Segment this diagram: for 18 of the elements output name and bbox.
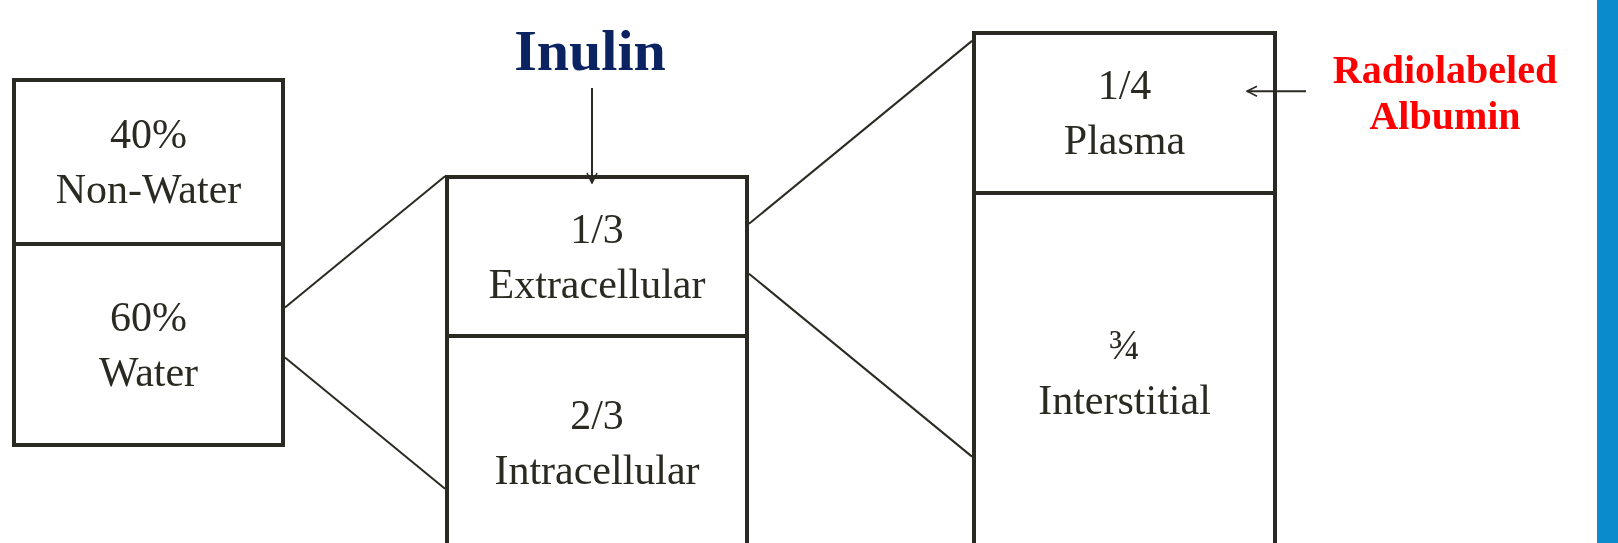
fraction-label-text: 40% Non-Water <box>55 110 242 214</box>
connector-line <box>748 39 973 225</box>
fraction-label-text: 2/3 Intracellular <box>494 390 700 495</box>
fraction-label-text: ¾ Interstitial <box>1038 321 1211 425</box>
connector-line <box>748 272 973 458</box>
stacked-box <box>12 78 285 447</box>
stacked-box <box>972 31 1277 543</box>
fraction-label-text: 1/4 Plasma <box>1063 61 1186 165</box>
fraction-label-text: 60% Water <box>98 292 199 397</box>
marker-label-text: Inulin <box>514 16 666 84</box>
stacked-box <box>445 175 749 543</box>
marker-label-text: Radiolabeled Albumin <box>1331 47 1559 139</box>
connector-line <box>284 356 446 490</box>
fraction-label-text: 1/3 Extracellular <box>488 204 706 309</box>
arrow <box>1246 85 1307 97</box>
connector-line <box>284 175 446 309</box>
arrow <box>586 87 598 184</box>
side-bar <box>1597 0 1618 543</box>
